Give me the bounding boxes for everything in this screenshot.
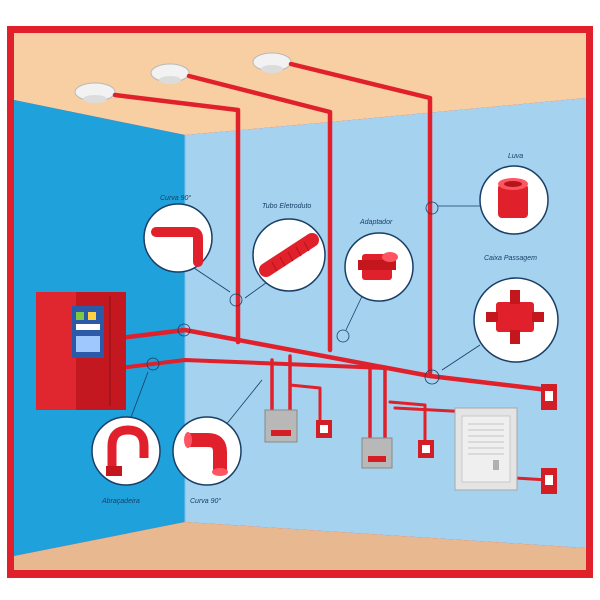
conduit-branch-2 (388, 400, 427, 444)
callout-adaptador (344, 232, 414, 302)
label-adaptador: Adaptador (359, 219, 393, 226)
ceiling (14, 33, 586, 135)
manual-call-point-icon (541, 384, 557, 410)
label-tubo: Tubo Eletroduto (262, 203, 311, 210)
manual-call-point-icon (541, 468, 557, 494)
smoke-detectors (74, 52, 292, 103)
conduit-main-lower (118, 358, 387, 370)
clamp-icon (106, 425, 149, 476)
manual-call-point-icon (316, 420, 332, 438)
conduit-ceiling-1 (112, 92, 241, 345)
label-curva-bottom: Curva 90° (190, 497, 221, 505)
coupling-icon (498, 178, 528, 218)
conduit-ceiling-3 (288, 61, 433, 378)
adapter-icon (358, 252, 398, 280)
elbow-fitting-icon (184, 432, 228, 476)
smoke-detector-icon (74, 82, 116, 103)
conduits (112, 61, 551, 482)
electrical-cabinet-icon (454, 407, 518, 491)
junction-fitting-icon (486, 290, 544, 344)
label-abracadeira: Abraçadeira (101, 498, 140, 505)
smoke-detector-icon (150, 63, 190, 84)
callout-luva (479, 165, 549, 235)
conduit-ceiling-2 (186, 73, 333, 353)
callout-curva-top (143, 203, 213, 273)
fire-alarm-panel-icon (36, 292, 126, 410)
callout-curva-bottom (172, 416, 242, 486)
label-curva-top: Curva 90° (160, 194, 191, 202)
junction-box-icon (264, 409, 298, 443)
conduit-branch-1 (288, 383, 322, 424)
conduit-main-upper (117, 327, 551, 393)
floor (14, 522, 586, 570)
callout-caixa (473, 277, 559, 363)
label-caixa: Caixa Passagem (484, 255, 537, 262)
callout-abracadeira (91, 416, 161, 486)
junction-box-icon (361, 437, 393, 469)
manual-call-point-icon (418, 440, 434, 458)
callout-tubo (252, 218, 326, 292)
label-luva: Luva (508, 153, 523, 160)
elbow-90-icon (151, 227, 203, 267)
